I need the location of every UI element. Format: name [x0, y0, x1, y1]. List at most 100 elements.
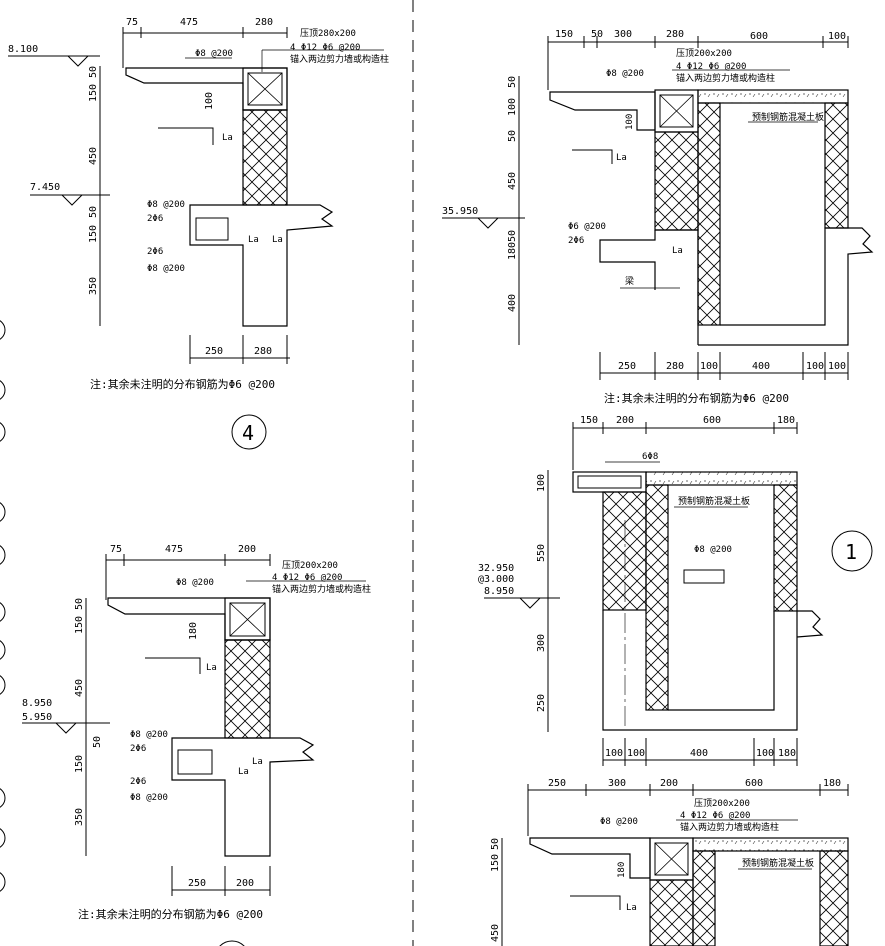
svg-text:450: 450	[490, 924, 501, 942]
sill-bar-1: Φ8 @200	[147, 200, 185, 210]
bottom-dim-2: 100	[627, 748, 645, 759]
svg-text:450: 450	[507, 172, 518, 190]
la-label-1: La	[206, 663, 217, 673]
svg-text:50: 50	[88, 206, 99, 218]
bottom-dim-2: 200	[236, 878, 254, 889]
detail-1: 150 200 600 180 6Φ8 100 550 300 250 32.9…	[478, 415, 873, 766]
detail-note: 注:其余未注明的分布钢筋为Φ6 @200	[78, 907, 263, 921]
sill-bar-2: 2Φ6	[568, 236, 584, 246]
sill-bar-4: Φ8 @200	[130, 793, 168, 803]
svg-text:50: 50	[507, 230, 518, 242]
la-label-3: La	[252, 757, 263, 767]
top-dim-2: 475	[165, 544, 183, 555]
sill-bar-3: 2Φ6	[130, 777, 146, 787]
la-label-1: La	[222, 133, 233, 143]
top-dim-3: 300	[614, 29, 632, 40]
top-dim-1: 75	[110, 544, 122, 555]
top-dim-3: 200	[660, 778, 678, 789]
beam-tag: 梁	[625, 275, 634, 287]
beam-size-label: 压顶200x200	[676, 48, 732, 59]
detail-note: 注:其余未注明的分布钢筋为Φ6 @200	[604, 391, 789, 405]
top-dim-1: 250	[548, 778, 566, 789]
la-label: La	[626, 903, 637, 913]
sill-bar-2: 2Φ6	[147, 214, 163, 224]
beam-bars-label: 4 Φ12 Φ6 @200	[290, 43, 360, 53]
top-dim-3: 280	[255, 17, 273, 28]
elevation-bottom: 7.450	[30, 182, 60, 193]
elevation-3: 8.950	[484, 586, 514, 597]
beam-anchor-label: 锚入两边剪力墙或构造柱	[272, 583, 371, 595]
top-dim-3: 200	[238, 544, 256, 555]
left-dims: 50 150 450 50 150 350	[88, 66, 99, 295]
bottom-dim-1: 250	[205, 346, 223, 357]
beam-size-label: 压顶200x200	[694, 798, 750, 809]
detail-top-right: 150 50 300 280 600 100 压顶200x200 4 Φ12 Φ…	[442, 29, 874, 405]
bar-tag: 6Φ8	[642, 452, 658, 462]
svg-text:250: 250	[536, 694, 547, 712]
svg-text:450: 450	[88, 147, 99, 165]
svg-text:100: 100	[536, 474, 547, 492]
detail-bottom-right: 250 300 200 600 180 压顶200x200 4 Φ12 Φ6 @…	[490, 778, 849, 946]
top-dim-1: 75	[126, 17, 138, 28]
bottom-dim-5: 100	[806, 361, 824, 372]
la-label-3: La	[272, 235, 283, 245]
top-dim-5: 180	[823, 778, 841, 789]
inner-bar-label: Φ8 @200	[694, 545, 732, 555]
elevation: 35.950	[442, 206, 478, 217]
detail-note: 注:其余未注明的分布钢筋为Φ6 @200	[90, 377, 275, 391]
svg-text:350: 350	[74, 808, 85, 826]
sill-bar-1: Φ6 @200	[568, 222, 606, 232]
slab-label: 预制钢筋混凝土板	[742, 857, 814, 869]
ledge-dim: 100	[625, 114, 635, 130]
slab-label: 预制钢筋混凝土板	[752, 111, 824, 123]
la-label-2: La	[248, 235, 259, 245]
beam-bars-label: 4 Φ12 Φ6 @200	[680, 811, 750, 821]
svg-text:50: 50	[88, 66, 99, 78]
left-dims: 50 100 50 450 50 180 400	[507, 76, 518, 312]
svg-text:180: 180	[507, 242, 518, 260]
bottom-dim-1: 250	[188, 878, 206, 889]
top-dim-4: 280	[666, 29, 684, 40]
sill-bar-3: 2Φ6	[147, 247, 163, 257]
top-dim-6: 100	[828, 31, 846, 42]
bottom-dim-6: 100	[828, 361, 846, 372]
beam-anchor-label: 锚入两边剪力墙或构造柱	[290, 53, 389, 65]
svg-text:350: 350	[88, 277, 99, 295]
detail-lower-left: 75 475 200 压顶200x200 4 Φ12 Φ6 @200 锚入两边剪…	[22, 544, 371, 946]
svg-text:100: 100	[507, 98, 518, 116]
svg-text:50: 50	[507, 130, 518, 142]
left-dims: 50 150 450	[490, 838, 501, 942]
top-dim-2: 200	[616, 415, 634, 426]
svg-text:50: 50	[490, 838, 501, 850]
svg-text:150: 150	[74, 616, 85, 634]
svg-text:450: 450	[74, 679, 85, 697]
beam-bars-label: 4 Φ12 Φ6 @200	[272, 573, 342, 583]
elevation-2: @3.000	[478, 574, 514, 585]
bottom-dim-5: 180	[778, 748, 796, 759]
slab-bar-label: Φ8 @200	[176, 578, 214, 588]
top-dim-5: 600	[750, 31, 768, 42]
top-dim-4: 180	[777, 415, 795, 426]
svg-text:50: 50	[92, 736, 103, 748]
svg-text:150: 150	[88, 84, 99, 102]
bottom-dim-2: 280	[254, 346, 272, 357]
detail-number: 4	[242, 421, 254, 445]
beam-anchor-label: 锚入两边剪力墙或构造柱	[676, 72, 775, 84]
la-label-2: La	[238, 767, 249, 777]
margin-circles	[0, 320, 6, 892]
elevation-top: 8.950	[22, 698, 52, 709]
sill-bar-2: 2Φ6	[130, 744, 146, 754]
svg-text:50: 50	[74, 598, 85, 610]
ledge-dim: 100	[204, 92, 215, 110]
bottom-dim-1: 250	[618, 361, 636, 372]
top-dim-1: 150	[555, 29, 573, 40]
top-dim-4: 600	[745, 778, 763, 789]
beam-bars-label: 4 Φ12 Φ6 @200	[676, 62, 746, 72]
detail-number: 1	[845, 540, 857, 564]
detail-4: 75 475 280 压顶280x200 4 Φ12 Φ6 @200 锚入两边剪…	[8, 17, 389, 450]
sill-bar-1: Φ8 @200	[130, 730, 168, 740]
sill-bar-4: Φ8 @200	[147, 264, 185, 274]
bottom-dim-3: 100	[700, 361, 718, 372]
slab-label: 预制钢筋混凝土板	[678, 495, 750, 507]
